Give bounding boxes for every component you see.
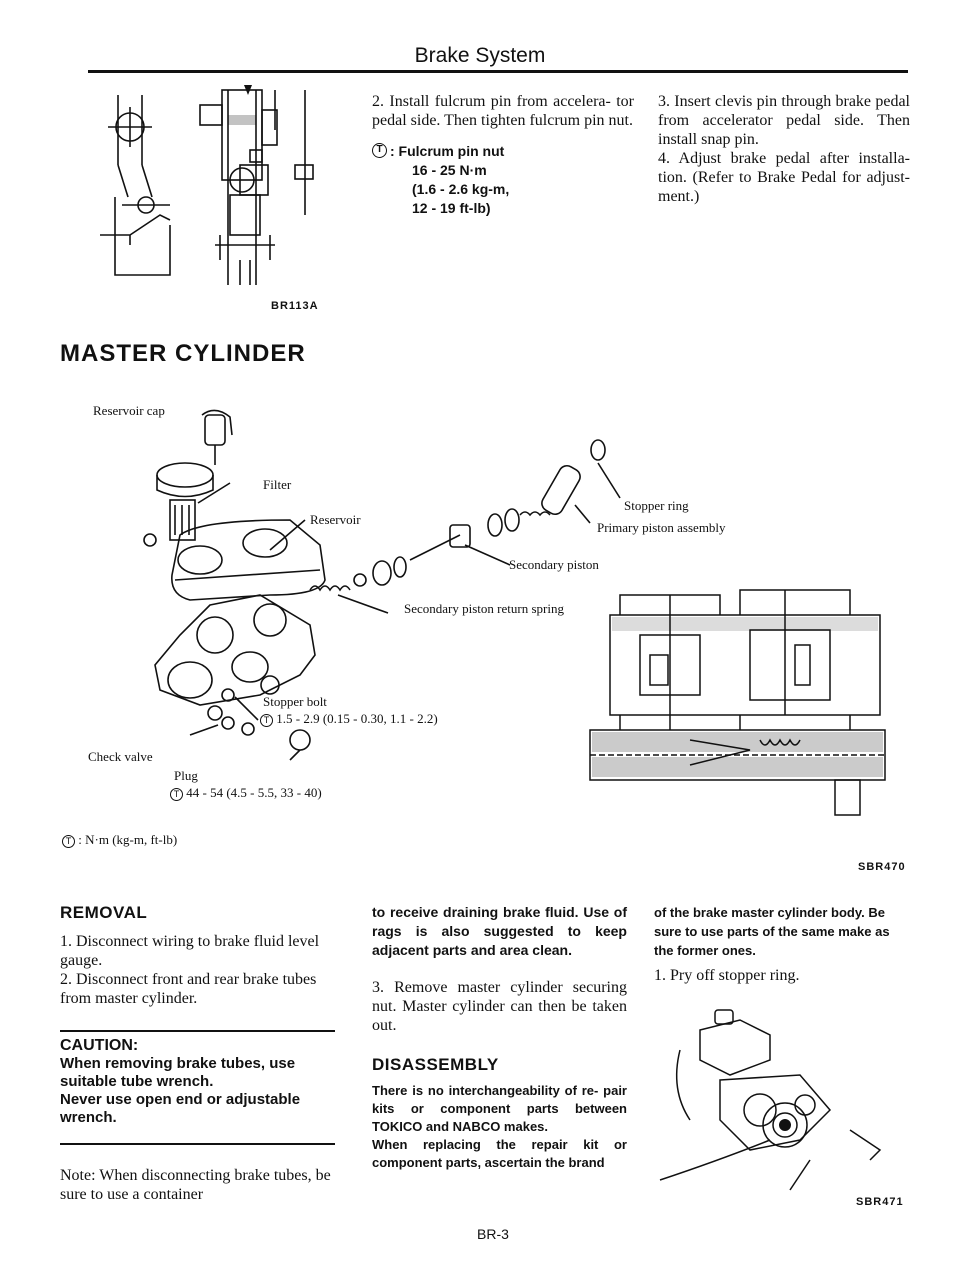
- figure-code-sbr470: SBR470: [858, 861, 906, 873]
- stopper-bolt-torque: T 1.5 - 2.9 (0.15 - 0.30, 1.1 - 2.2): [260, 711, 438, 727]
- remove-master-cylinder-step: 3. Remove master cylinder securing nut. …: [372, 979, 627, 1034]
- label-stopper-ring: Stopper ring: [624, 498, 689, 513]
- removal-title: REMOVAL: [60, 903, 148, 922]
- label-secondary-piston: Secondary piston: [509, 557, 599, 572]
- caution-box: CAUTION: When removing brake tubes, use …: [60, 1037, 335, 1127]
- label-check-valve: Check valve: [88, 749, 153, 764]
- middle-column: to receive draining brake fluid. Use of …: [372, 903, 627, 1172]
- units-legend: T : N·m (kg-m, ft-lb): [62, 832, 177, 848]
- removal-step-2: 2. Disconnect front and rear brake tubes…: [60, 971, 317, 1007]
- section-title-master-cylinder: MASTER CYLINDER: [60, 340, 306, 367]
- torque-spec: T : Fulcrum pin nut 16 - 25 N·m (1.6 - 2…: [372, 142, 634, 218]
- label-secondary-piston-return-spring: Secondary piston return spring: [404, 601, 564, 616]
- brake-pedal-figure: [100, 85, 314, 285]
- label-plug: Plug: [174, 768, 198, 783]
- torque-icon: T: [260, 714, 273, 727]
- label-reservoir: Reservoir: [310, 512, 361, 527]
- caution-line-1: When removing brake tubes, use suitable …: [60, 1055, 296, 1090]
- pry-stopper-ring-step: 1. Pry off stopper ring.: [654, 967, 800, 984]
- drain-text: to receive draining brake fluid. Use of …: [372, 904, 627, 958]
- caution-rule-top: [60, 1030, 335, 1032]
- pry-stopper-ring-figure: [659, 1009, 882, 1191]
- master-cylinder-exploded-diagram: [143, 409, 621, 761]
- torque-label: : Fulcrum pin nut: [390, 143, 505, 159]
- master-cylinder-cross-section: [589, 589, 886, 816]
- label-reservoir-cap: Reservoir cap: [93, 403, 165, 418]
- adjust-pedal-step: 4. Adjust brake pedal after installa- ti…: [658, 150, 910, 205]
- disassembly-brand: When replacing the repair kit or compone…: [372, 1137, 627, 1170]
- torque-icon: T: [372, 143, 387, 158]
- disassembly-title: DISASSEMBLY: [372, 1055, 499, 1074]
- removal-step-1: 1. Disconnect wiring to brake fluid leve…: [60, 933, 320, 969]
- disassembly-interchangeability: There is no interchangeability of re- pa…: [372, 1083, 627, 1134]
- page-header: Brake System: [414, 44, 546, 67]
- figure-code-br113a: BR113A: [271, 300, 319, 312]
- units-legend-text: : N·m (kg-m, ft-lb): [78, 832, 178, 847]
- removal-note: Note: When disconnecting brake tubes, be…: [60, 1167, 331, 1203]
- caution-line-2: Never use open end or adjustable wrench.: [60, 1091, 301, 1126]
- torque-icon: T: [62, 835, 75, 848]
- torque-value-kgm: (1.6 - 2.6 kg-m,: [412, 181, 510, 197]
- plug-torque-value: 44 - 54 (4.5 - 5.5, 33 - 40): [186, 785, 322, 800]
- label-primary-piston-assembly: Primary piston assembly: [597, 520, 726, 535]
- torque-icon: T: [170, 788, 183, 801]
- top-col2: 2. Install fulcrum pin from accelera- to…: [372, 92, 634, 218]
- top-col3: 3. Insert clevis pin through brake pedal…: [658, 92, 910, 206]
- install-fulcrum-step: 2. Install fulcrum pin from accelera- to…: [372, 93, 634, 129]
- torque-value-ftlb: 12 - 19 ft-lb): [412, 200, 491, 216]
- caution-rule-bottom: [60, 1143, 335, 1145]
- removal-section: REMOVAL 1. Disconnect wiring to brake fl…: [60, 903, 335, 1008]
- figure-code-sbr471: SBR471: [856, 1196, 904, 1208]
- brand-text: of the brake master cylinder body. Be su…: [654, 905, 890, 958]
- insert-clevis-step: 3. Insert clevis pin through brake pedal…: [658, 93, 910, 148]
- stopper-bolt-torque-value: 1.5 - 2.9 (0.15 - 0.30, 1.1 - 2.2): [276, 711, 438, 726]
- right-column: of the brake master cylinder body. Be su…: [654, 903, 909, 985]
- header-rule: [88, 70, 908, 73]
- plug-torque: T 44 - 54 (4.5 - 5.5, 33 - 40): [170, 785, 322, 801]
- label-filter: Filter: [263, 477, 292, 492]
- label-stopper-bolt: Stopper bolt: [263, 694, 327, 709]
- torque-value-nm: 16 - 25 N·m: [412, 162, 487, 178]
- page-number: BR-3: [477, 1226, 509, 1242]
- caution-title: CAUTION:: [60, 1037, 139, 1054]
